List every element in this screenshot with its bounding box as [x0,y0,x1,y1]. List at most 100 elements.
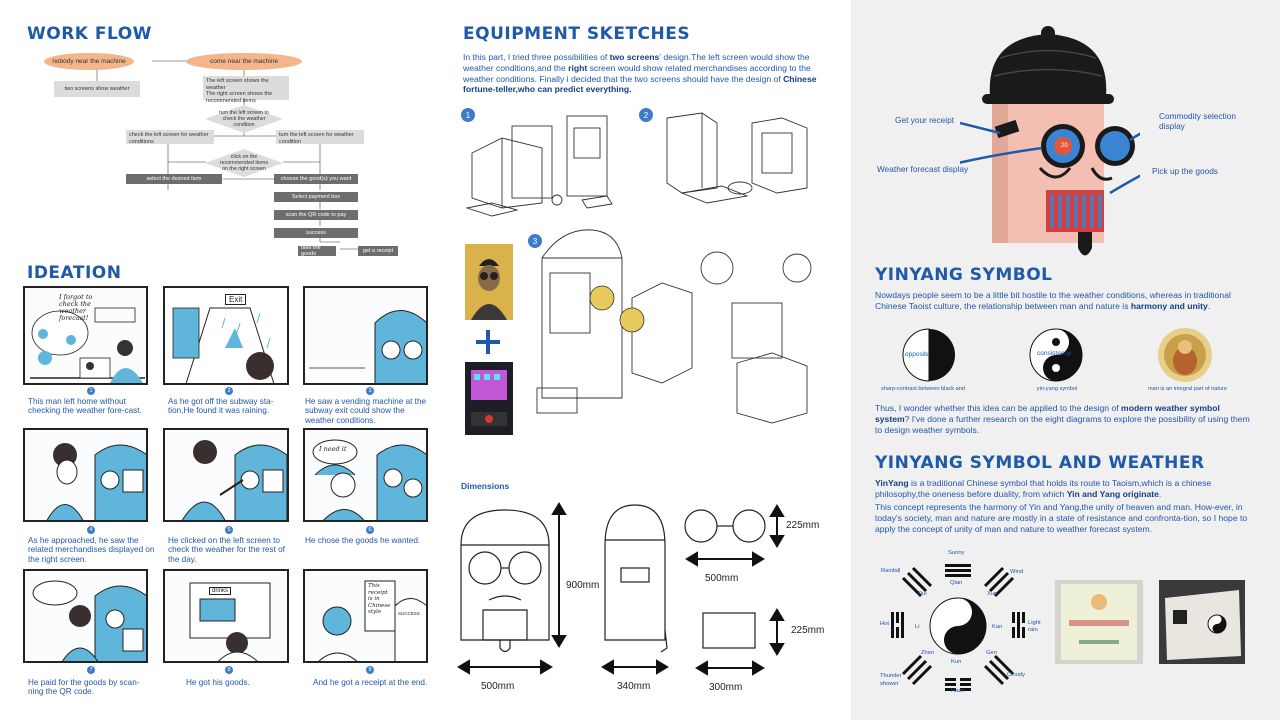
story-caption-3: He saw a vending machine at the subway e… [305,397,427,425]
story-caption-7: He paid for the goods by scan-ning the Q… [28,678,140,697]
yinyang-follow-c: ? I've done a further research on the ei… [875,413,1250,435]
plus-icon [476,330,500,354]
panel-1-illustration [30,307,145,383]
story-number-3: 3 [366,387,374,395]
story-panel-5 [163,428,289,522]
reference-page-photo [1159,580,1245,664]
trigram-kan: Kan [992,624,1003,630]
yinyang-followup: Thus, I wonder whether this idea can be … [875,403,1255,435]
equipment-intro: In this part, I tried three possibilitie… [463,52,819,95]
trigram-wind: Wind [1010,569,1024,575]
caption-contrast: sharp-contrast between black and [881,386,965,392]
wf-node-select-payment: Select payment box [274,192,358,202]
wf-node-nobody: nobody near the machine [44,53,134,70]
wf-node-choose-goods: choose the good(s) you want [274,174,358,184]
story-caption-4: As he approached, he saw the related mer… [28,536,155,564]
story-panel-6: I need it [303,428,428,522]
weather-title: YINYANG SYMBOL AND WEATHER [875,453,1205,473]
panel-1-text: I forgot to check the weather forecast! [59,293,93,322]
wf-node-success: success [274,228,358,238]
trigram-hot: Hot [880,621,890,627]
deity-medallion [1158,328,1212,382]
dim-glasses-width: 500mm [705,573,739,584]
story-caption-1: This man left home without checking the … [28,397,142,416]
vending-machine-screen [471,370,507,426]
trigram-light-rain: Light rain [1028,620,1041,633]
panel-8-label: drinks [209,587,232,595]
story-panel-4 [23,428,148,522]
yinyang-icon [1029,328,1083,382]
equipment-intro-6: Chinese fortune-teller,who can predict e… [463,73,817,95]
vending-machine-photo [465,362,513,435]
story-number-9: 9 [366,666,374,674]
weather-p1-c: Yin and Yang originate [1066,488,1159,499]
fortune-teller-figure [465,244,513,320]
opposite-label: opposite [905,351,930,358]
dim-side-width: 340mm [617,681,651,692]
trigram-qian: Qian [950,580,963,586]
wf-node-turn-left-cond: turn the left screen for weather conditi… [276,130,364,145]
trigram-dui: Dui [918,591,927,597]
bagua-diagram [891,564,1025,691]
yinyang-follow-a: Thus, I wonder whether this idea can be … [875,403,1122,413]
workflow-title: WORK FLOW [27,24,152,44]
opposite-circle [902,328,955,382]
dim-front-width: 500mm [481,681,515,692]
story-panel-9: This receipt is in Chinese style SUCCESS [303,569,428,663]
callout-weather: Weather forecast display [877,164,969,174]
trigram-cloudy: Cloudy [1007,672,1026,678]
story-panel-3 [303,286,428,385]
dim-box-height: 225mm [791,625,825,636]
wf-node-take-goods: take the goods [298,245,336,257]
panel-9-illustration [318,580,426,661]
panel-6-illustration [312,439,426,520]
trigram-li: Li [915,624,920,630]
yinyang-intro-c: . [1207,300,1211,311]
sketch-badge-2: 2 [639,108,653,122]
reference-book-photo [1055,580,1143,664]
panel-9-success-text: SUCCESS [398,611,420,616]
equipment-intro-5: screen would show related merchandises a… [463,62,811,84]
wf-node-come-near: come near the machine [186,53,302,70]
wf-node-turn-left-text: turn the left screen to check the weathe… [219,110,269,128]
panel-2-exit-sign: Exit [225,294,247,305]
weather-p1-d: . [1158,488,1162,499]
equipment-intro-3: ' design.The left screen would show the … [463,52,810,73]
story-number-6: 6 [366,526,374,534]
ideation-title: IDEATION [27,263,122,283]
consistency-label: consistency [1037,350,1071,357]
wf-node-scan-qr: scan the QR code to pay [274,210,358,220]
dim-glasses-height: 225mm [786,520,820,531]
trigram-sunny: Sunny [948,550,965,556]
story-caption-5: He clicked on the left screen to check t… [168,536,285,564]
callout-receipt: Get your receipt [895,115,955,125]
trigram-haze: Haze [951,688,965,694]
wf-node-two-screens: two screens show weather [54,81,140,97]
trigram-zhen: Zhen [921,650,935,656]
panel-7-illustration [32,580,146,661]
story-caption-9: And he got a receipt at the end. [313,678,428,687]
wf-node-click-rec-text: click on the recommended items on the ri… [220,154,268,172]
caption-yinyang: yin-yang symbol [1036,386,1078,392]
story-number-1: 1 [87,387,95,395]
story-panel-7 [23,569,148,663]
weather-p1-b: is a traditional Chinese symbol that hol… [875,478,1212,499]
story-number-2: 2 [225,387,233,395]
story-number-8: 8 [225,666,233,674]
yinyang-follow-b: modern weather symbol system [875,403,1220,424]
trigram-xun: Xun [987,591,998,597]
wf-node-left-shows: The left screen shows the weather The ri… [203,76,289,104]
panel-4-illustration [46,443,146,520]
fortune-teller-photo [465,244,513,320]
dim-box-width: 300mm [709,682,743,693]
weather-p1: YinYang is a traditional Chinese symbol … [875,478,1253,500]
callout-commodity: Commodity selection display [1159,111,1237,131]
story-panel-8: drinks [163,569,289,663]
story-number-5: 5 [225,526,233,534]
yinyang-title: YINYANG SYMBOL [875,265,1053,285]
trigram-thunder: Thunder shower [880,673,902,687]
product-screen-value: 20 [1061,143,1068,149]
wf-node-click-rec: click on the recommended items on the ri… [205,149,283,177]
equipment-sketches [465,112,812,424]
panel-3-illustration [309,310,426,383]
